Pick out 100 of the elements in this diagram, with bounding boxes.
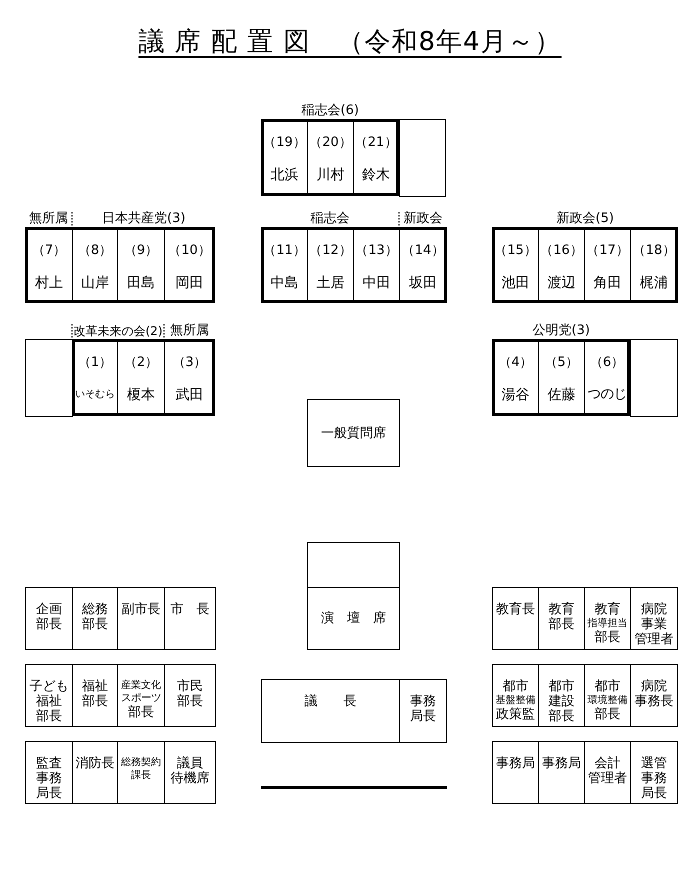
desk xyxy=(261,679,400,743)
desk xyxy=(584,587,631,650)
member-name: つのじ xyxy=(588,386,626,404)
position-label: 都市建設部長 xyxy=(548,679,574,724)
position-label: 市 長 xyxy=(170,602,210,617)
position-label: 議 長 xyxy=(304,694,356,709)
seat-number: （16） xyxy=(540,242,583,260)
desk xyxy=(630,587,678,650)
desk xyxy=(538,741,585,804)
position-label: 病院事業管理者 xyxy=(634,602,674,647)
seat-number: （1） xyxy=(78,354,112,372)
position-label: 消防長 xyxy=(76,756,114,771)
seat-number: （2） xyxy=(124,354,158,372)
position-label: 総務部長 xyxy=(82,602,108,632)
desk xyxy=(492,664,539,727)
position-label: 事務局長 xyxy=(410,694,436,724)
desk xyxy=(72,741,118,804)
desk xyxy=(72,587,118,650)
desk xyxy=(584,741,631,804)
seat-number: （21） xyxy=(354,134,398,152)
desk xyxy=(630,741,678,804)
desk xyxy=(72,664,118,727)
position-label: 副市長 xyxy=(122,602,160,617)
desk xyxy=(630,664,678,727)
seat-number: （14） xyxy=(402,242,444,260)
position-label: 監査事務局長 xyxy=(36,756,62,801)
member-name: 岡田 xyxy=(176,274,204,293)
desk xyxy=(164,664,216,727)
title: 議 席 配 置 図 （令和8年4月～） xyxy=(138,26,562,59)
desk xyxy=(164,587,216,650)
seat-number: （15） xyxy=(494,242,537,260)
desk xyxy=(538,664,585,727)
member-name: 土居 xyxy=(316,274,344,293)
seat-number: （10） xyxy=(168,242,211,260)
position-label: 事務局 xyxy=(496,756,535,771)
member-name: 湯谷 xyxy=(502,386,530,405)
seat-number: （18） xyxy=(632,242,676,260)
party-label: 公明党(3) xyxy=(532,324,590,338)
seat-number: （3） xyxy=(172,354,207,372)
member-name: 山岸 xyxy=(81,274,109,293)
position-label: 演 壇 席 xyxy=(321,611,386,626)
party-label: 新政会 xyxy=(404,212,442,226)
desk xyxy=(399,679,447,743)
desk xyxy=(117,664,165,727)
member-name: 佐藤 xyxy=(548,386,576,405)
desk xyxy=(492,587,539,650)
desk xyxy=(25,664,73,727)
position-label: 一般質問席 xyxy=(321,426,386,440)
seat-number: （5） xyxy=(544,354,579,372)
member-name: いそむら xyxy=(75,388,115,402)
member-name: 田島 xyxy=(127,274,155,293)
party-label: 無所属 xyxy=(29,212,68,226)
seat-number: （8） xyxy=(78,242,112,260)
member-name: 榎本 xyxy=(127,386,155,405)
member-name: 梶浦 xyxy=(640,274,668,293)
desk xyxy=(492,741,539,804)
empty-seat xyxy=(399,119,446,197)
party-label: 稲志会(6) xyxy=(302,104,359,118)
seat-number: （7） xyxy=(32,242,66,260)
member-name: 武田 xyxy=(176,386,204,405)
desk xyxy=(117,587,165,650)
seat-number: （6） xyxy=(590,354,624,372)
member-name: 鈴木 xyxy=(362,166,390,185)
member-name: 川村 xyxy=(316,166,344,185)
desk xyxy=(584,664,631,727)
position-label: 教育指導担当部長 xyxy=(588,602,628,645)
empty-desk xyxy=(307,542,400,588)
position-label: 事務局 xyxy=(542,756,581,771)
position-label: 教育長 xyxy=(496,602,535,617)
desk xyxy=(307,399,400,467)
seat-number: （9） xyxy=(124,242,158,260)
position-label: 会計管理者 xyxy=(588,756,627,786)
party-label: 稲志会 xyxy=(310,212,350,226)
desk xyxy=(307,587,400,650)
position-label: 病院事務長 xyxy=(634,679,674,709)
position-label: 選管事務局長 xyxy=(641,756,667,801)
member-name: 角田 xyxy=(594,274,622,293)
position-label: 総務契約課長 xyxy=(121,756,161,782)
member-name: 坂田 xyxy=(409,274,437,293)
seat-number: （11） xyxy=(263,242,306,260)
seat-number: （20） xyxy=(309,134,352,152)
position-label: 企画部長 xyxy=(36,602,62,632)
party-label: 日本共産党(3) xyxy=(102,212,186,226)
party-label: 新政会(5) xyxy=(556,212,614,226)
member-name: 中田 xyxy=(362,274,390,293)
seat-number: （19） xyxy=(263,134,306,152)
member-name: 渡辺 xyxy=(548,274,576,293)
position-label: 都市環境整備部長 xyxy=(588,679,628,722)
member-name: 池田 xyxy=(502,274,530,293)
seat-number: （17） xyxy=(586,242,629,260)
party-label: 無所属 xyxy=(170,324,209,338)
position-label: 議員待機席 xyxy=(170,756,210,786)
member-name: 中島 xyxy=(270,274,298,293)
seat-number: （13） xyxy=(355,242,398,260)
desk xyxy=(25,587,73,650)
seat-number: （12） xyxy=(309,242,352,260)
position-label: 福祉部長 xyxy=(82,679,108,709)
position-label: 市民部長 xyxy=(177,679,203,709)
seat-number: （4） xyxy=(498,354,533,372)
empty-seat xyxy=(25,339,73,417)
